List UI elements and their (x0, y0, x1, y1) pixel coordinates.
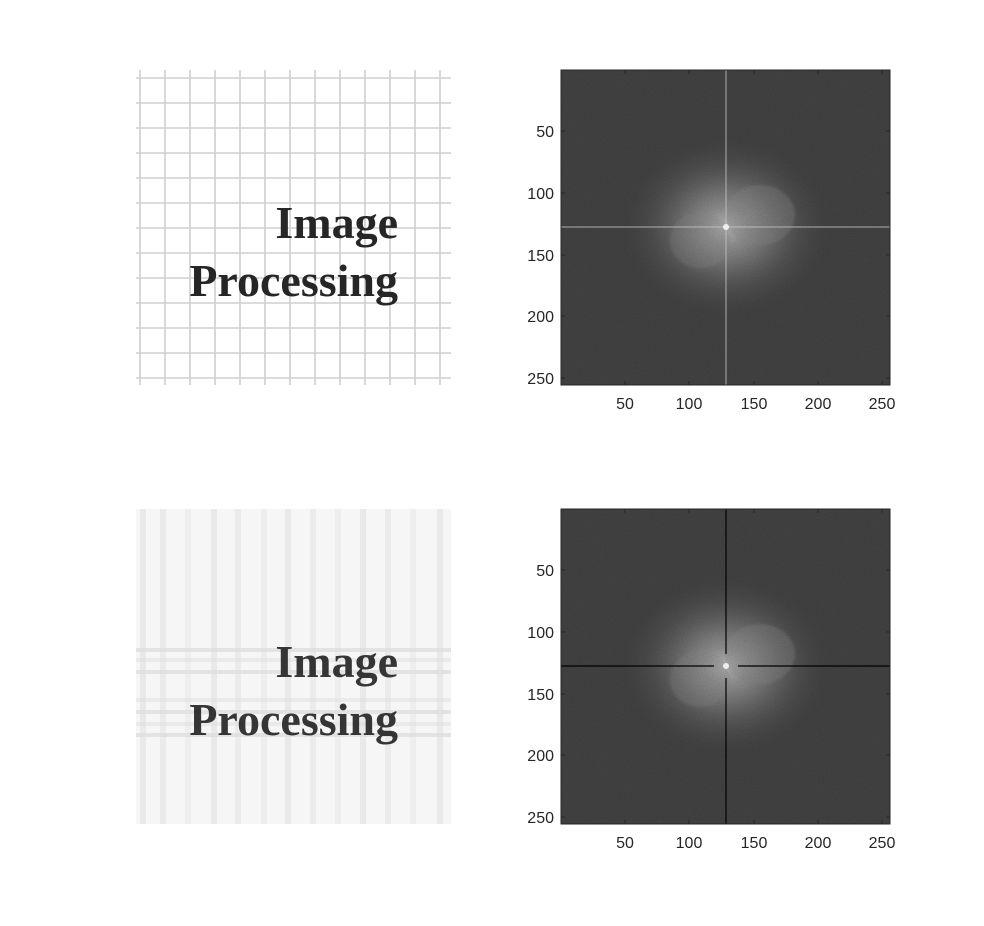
original-spectrum-ticks (561, 70, 890, 385)
original-x-tick-label: 150 (741, 396, 768, 413)
ringing-band-vertical (285, 509, 291, 824)
ringing-band-horizontal (136, 670, 451, 674)
ringing-band-horizontal (136, 648, 451, 652)
filtered-y-tick-label: 200 (527, 748, 554, 765)
ringing-band-vertical (211, 509, 217, 824)
original-spectrum-axes-box (560, 69, 891, 386)
original-spectrum-lobe-2 (670, 212, 730, 268)
ringing-band-vertical (140, 509, 146, 824)
filtered-spectrum-axes-box (560, 508, 891, 825)
original-y-tick-label: 100 (527, 186, 554, 203)
ringing-band-vertical (185, 509, 191, 824)
ringing-band-horizontal (136, 733, 451, 737)
ringing-band-vertical (310, 509, 316, 824)
filtered-text-line2: Processing (189, 694, 398, 745)
original-spectrum-panel: 50 100 150 200 250 50 100 150 200 250 (527, 69, 896, 413)
original-y-tick-label: 250 (527, 371, 554, 388)
original-y-tick-label: 50 (536, 124, 554, 141)
original-spectrum-lobe (725, 185, 795, 245)
filtered-x-tick-label: 150 (741, 835, 768, 852)
ringing-band-vertical (261, 509, 267, 824)
ringing-band-vertical (360, 509, 366, 824)
filtered-y-tick-label: 250 (527, 810, 554, 827)
ringing-band-vertical (160, 509, 166, 824)
filtered-image-panel: Image Processing (136, 509, 451, 824)
filtered-image-background (136, 509, 451, 824)
filtered-y-tick-label: 100 (527, 625, 554, 642)
ringing-band-vertical (235, 509, 241, 824)
ringing-band-horizontal (136, 698, 451, 702)
filtered-text-line1: Image (275, 636, 398, 687)
ringing-band-horizontal (136, 658, 451, 662)
ringing-band-vertical (437, 509, 443, 824)
filtered-x-tick-label: 50 (616, 835, 634, 852)
filtered-spectrum-panel: 50 100 150 200 250 50 100 150 200 250 (527, 508, 896, 852)
filtered-x-tick-label: 100 (676, 835, 703, 852)
original-x-tick-label: 200 (805, 396, 832, 413)
filtered-spectrum-dc-point (723, 663, 729, 669)
original-y-tick-label: 150 (527, 248, 554, 265)
filtered-x-tick-label: 200 (805, 835, 832, 852)
filtered-x-tick-label: 250 (869, 835, 896, 852)
original-x-tick-label: 50 (616, 396, 634, 413)
original-spectrum-dc-point (723, 224, 729, 230)
filtered-y-tick-label: 50 (536, 563, 554, 580)
ringing-band-vertical (385, 509, 391, 824)
original-text-line2: Processing (189, 255, 398, 306)
filtered-y-tick-label: 150 (527, 687, 554, 704)
ringing-band-horizontal (136, 710, 451, 714)
original-text-line1: Image (275, 197, 398, 248)
filtered-spectrum-ticks (561, 509, 890, 824)
ringing-band-horizontal (136, 722, 451, 726)
original-x-tick-label: 250 (869, 396, 896, 413)
original-grid-lines (136, 70, 451, 385)
original-x-tick-label: 100 (676, 396, 703, 413)
filtered-spectrum-lobe-2 (670, 651, 730, 707)
filtered-spectrum-lobe (725, 624, 795, 684)
filtered-ringing-bands (136, 509, 451, 824)
original-y-tick-label: 200 (527, 309, 554, 326)
original-image-panel: Image Processing (136, 70, 451, 385)
ringing-band-vertical (335, 509, 341, 824)
ringing-band-vertical (410, 509, 416, 824)
